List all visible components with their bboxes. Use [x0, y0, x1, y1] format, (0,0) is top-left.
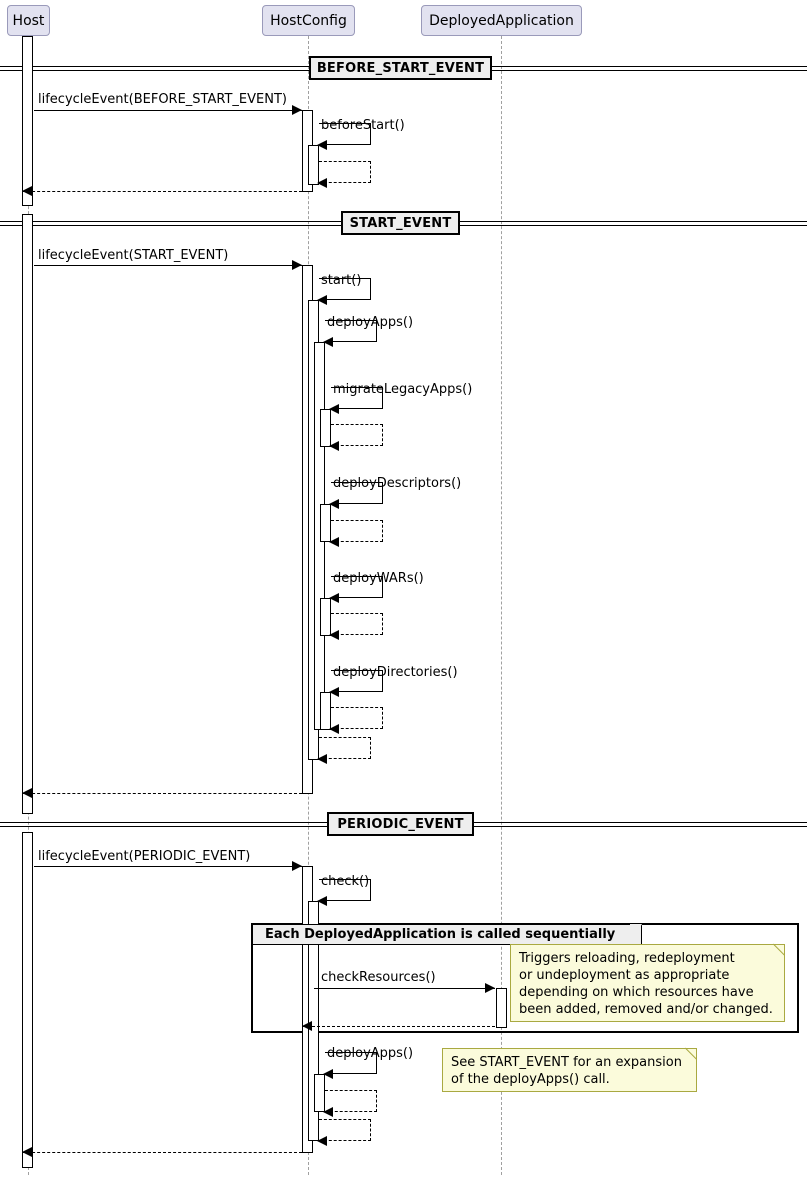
participant-host[interactable]: Host	[7, 5, 50, 36]
message-line-m21	[302, 1026, 495, 1027]
message-line-m18	[34, 866, 302, 867]
activation-bar-a-cfg-2d	[320, 504, 331, 542]
event-divider-before-start: BEFORE_START_EVENT	[309, 56, 492, 80]
self-call-loop-m19	[319, 879, 371, 901]
note-fold-line-deployapps-note	[684, 1047, 697, 1060]
group-label-each-deployed-application: Each DeployedApplication is called seque…	[252, 924, 642, 945]
message-label-m1: lifecycleEvent(BEFORE_START_EVENT)	[38, 92, 287, 107]
event-divider-periodic: PERIODIC_EVENT	[327, 812, 474, 836]
note-fold-corner-checkresources-note	[772, 943, 785, 956]
self-call-arrowhead-m7	[323, 337, 333, 347]
self-call-loop-m10	[331, 482, 383, 504]
self-call-arrowhead-m6	[317, 295, 327, 305]
message-line-m17	[22, 793, 302, 794]
self-call-loop-m22	[325, 1052, 377, 1074]
message-arrowhead-m18	[292, 861, 302, 871]
message-label-m14: deployDirectories()	[333, 665, 458, 680]
message-arrowhead-m1	[292, 105, 302, 115]
note-fold-corner-deployapps-note	[684, 1047, 697, 1060]
self-call-loop-m14	[331, 670, 383, 692]
self-call-arrowhead-m2	[317, 140, 327, 150]
message-label-m19: check()	[321, 874, 370, 889]
self-call-loop-m15	[331, 707, 383, 729]
activation-bar-a-cfg-2e	[320, 598, 331, 636]
self-call-arrowhead-m22	[323, 1069, 333, 1079]
self-call-arrowhead-m12	[329, 593, 339, 603]
note-fold-line-checkresources-note	[772, 943, 785, 956]
activation-bar-a-cfg-1n	[308, 145, 319, 185]
note-checkresources-note: Triggers reloading, redeployment or unde…	[510, 943, 785, 1022]
message-label-m6: start()	[321, 273, 362, 288]
message-label-m22: deployApps()	[327, 1046, 414, 1061]
self-call-arrowhead-m19	[317, 896, 327, 906]
self-call-arrowhead-m8	[329, 404, 339, 414]
activation-bar-a-host-2	[22, 214, 33, 814]
message-label-m20: checkResources()	[321, 970, 436, 985]
self-call-loop-m3	[319, 161, 371, 183]
message-label-m18: lifecycleEvent(PERIODIC_EVENT)	[38, 849, 251, 864]
lifeline-deploy	[501, 36, 502, 1175]
self-call-arrowhead-m24	[317, 1136, 327, 1146]
message-line-m1	[34, 110, 302, 111]
self-call-loop-m6	[319, 278, 371, 300]
participant-deploy[interactable]: DeployedApplication	[421, 5, 582, 36]
message-line-m5	[34, 265, 302, 266]
self-call-loop-m16	[319, 737, 371, 759]
self-call-loop-m9	[331, 424, 383, 446]
activation-bar-a-host-1	[22, 36, 33, 206]
activation-bar-a-host-3	[22, 832, 33, 1168]
message-arrowhead-m4	[22, 186, 32, 196]
message-arrowhead-m5	[292, 260, 302, 270]
message-label-m10: deployDescriptors()	[333, 476, 462, 491]
message-line-m25	[22, 1152, 302, 1153]
self-call-arrowhead-m23	[323, 1107, 333, 1117]
message-label-m8: migrateLegacyApps()	[333, 382, 473, 397]
self-call-loop-m2	[319, 123, 371, 145]
self-call-loop-m23	[325, 1090, 377, 1112]
note-deployapps-note: See START_EVENT for an expansion of the …	[442, 1047, 697, 1092]
group-tab-notch-each-deployed-application	[630, 924, 642, 945]
activation-bar-a-cfg-2f	[320, 692, 331, 730]
message-label-m5: lifecycleEvent(START_EVENT)	[38, 248, 229, 263]
self-call-loop-m13	[331, 613, 383, 635]
self-call-loop-m8	[331, 387, 383, 409]
activation-bar-a-dep-1	[496, 988, 507, 1028]
activation-bar-a-cfg-2c	[320, 409, 331, 447]
event-divider-start: START_EVENT	[341, 211, 460, 235]
message-line-m4	[22, 191, 302, 192]
message-line-m20	[314, 988, 495, 989]
message-label-m12: deployWARs()	[333, 571, 424, 586]
activation-bar-a-cfg-3b	[314, 1074, 325, 1112]
self-call-arrowhead-m10	[329, 499, 339, 509]
message-arrowhead-m17	[22, 788, 32, 798]
message-label-m7: deployApps()	[327, 315, 414, 330]
message-arrowhead-m25	[22, 1147, 32, 1157]
self-call-arrowhead-m3	[317, 178, 327, 188]
message-arrowhead-m20	[485, 983, 495, 993]
message-label-m2: beforeStart()	[321, 118, 405, 133]
participant-config[interactable]: HostConfig	[262, 5, 355, 36]
self-call-arrowhead-m11	[329, 537, 339, 547]
self-call-arrowhead-m15	[329, 724, 339, 734]
self-call-loop-m11	[331, 520, 383, 542]
self-call-loop-m12	[331, 576, 383, 598]
self-call-arrowhead-m16	[317, 754, 327, 764]
self-call-loop-m7	[325, 320, 377, 342]
self-call-arrowhead-m13	[329, 630, 339, 640]
self-call-arrowhead-m9	[329, 441, 339, 451]
self-call-arrowhead-m14	[329, 687, 339, 697]
message-arrowhead-m21	[302, 1021, 312, 1031]
self-call-loop-m24	[319, 1119, 371, 1141]
